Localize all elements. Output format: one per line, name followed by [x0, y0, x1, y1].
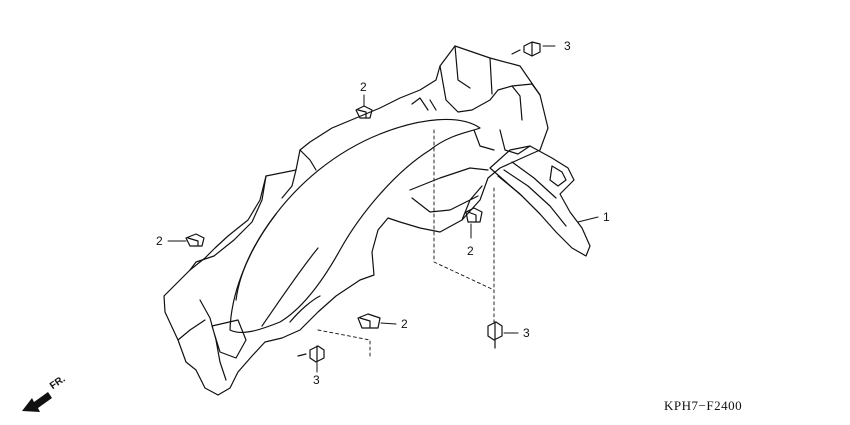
left-outer-wall — [189, 169, 297, 271]
splash-guard-ribs — [497, 161, 567, 227]
callout-label: 2 — [401, 317, 408, 331]
clip-icon — [185, 233, 205, 247]
bolt-icon — [487, 321, 503, 349]
fender-inner-detail — [235, 149, 489, 327]
callout-label: 3 — [313, 373, 320, 387]
callout-label: 1 — [603, 210, 610, 224]
clip-icon — [465, 207, 483, 223]
splash-guard-flap — [489, 145, 591, 257]
leader-lines — [167, 45, 599, 373]
upper-bracket — [411, 45, 541, 155]
callout-label: 3 — [523, 326, 530, 340]
callout-label: 2 — [156, 234, 163, 248]
callout-label: 3 — [564, 39, 571, 53]
bolt-icon — [511, 41, 541, 57]
diagram-code: KPH7−F2400 — [664, 398, 743, 413]
callout-label: 2 — [467, 244, 474, 258]
fender-inner-arch — [229, 118, 481, 334]
rear-fender-outline — [163, 45, 549, 396]
front-direction-arrow — [22, 392, 52, 412]
clip-icon — [355, 105, 373, 119]
clip-icon — [357, 313, 381, 329]
alignment-lines — [317, 129, 495, 357]
bolt-icon — [297, 345, 325, 363]
callout-label: 2 — [360, 80, 367, 94]
lower-side-flap — [177, 299, 247, 381]
